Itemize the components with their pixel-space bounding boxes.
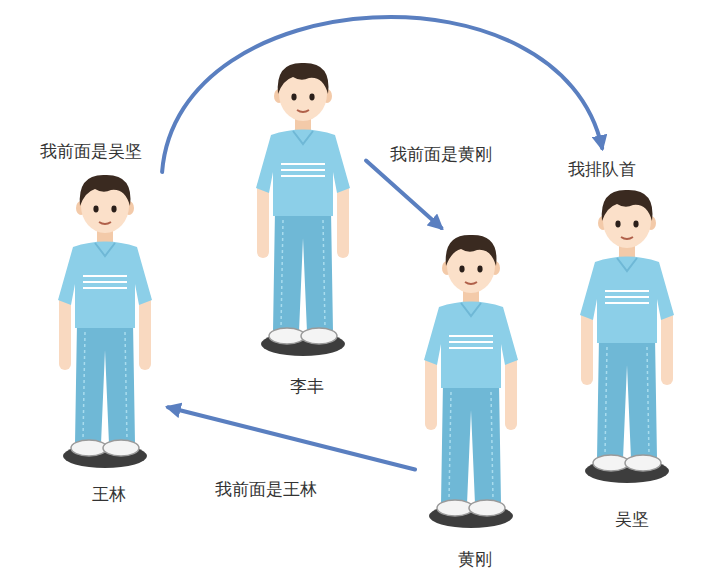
speech-text: 我前面是王林 [215, 478, 317, 501]
person-figure [58, 175, 152, 468]
person-name: 黄刚 [415, 548, 535, 571]
person-node: 吴坚 [575, 148, 688, 533]
person-name: 李丰 [248, 375, 366, 398]
order-arrow [162, 17, 602, 172]
person-node: 王林 [50, 172, 168, 508]
speech-text: 我前面是黄刚 [390, 143, 492, 166]
speech-text: 我前面是吴坚 [40, 140, 142, 163]
person-name: 王林 [50, 483, 168, 506]
order-arrow [168, 407, 415, 469]
order-arrow [366, 161, 441, 228]
person-name: 吴坚 [575, 508, 688, 531]
person-figure [256, 63, 350, 356]
person-figure [580, 190, 674, 483]
person-node: 黄刚 [415, 228, 535, 573]
speech-text: 我排队首 [568, 158, 636, 181]
person-figure [424, 235, 518, 528]
person-node: 李丰 [248, 58, 366, 400]
